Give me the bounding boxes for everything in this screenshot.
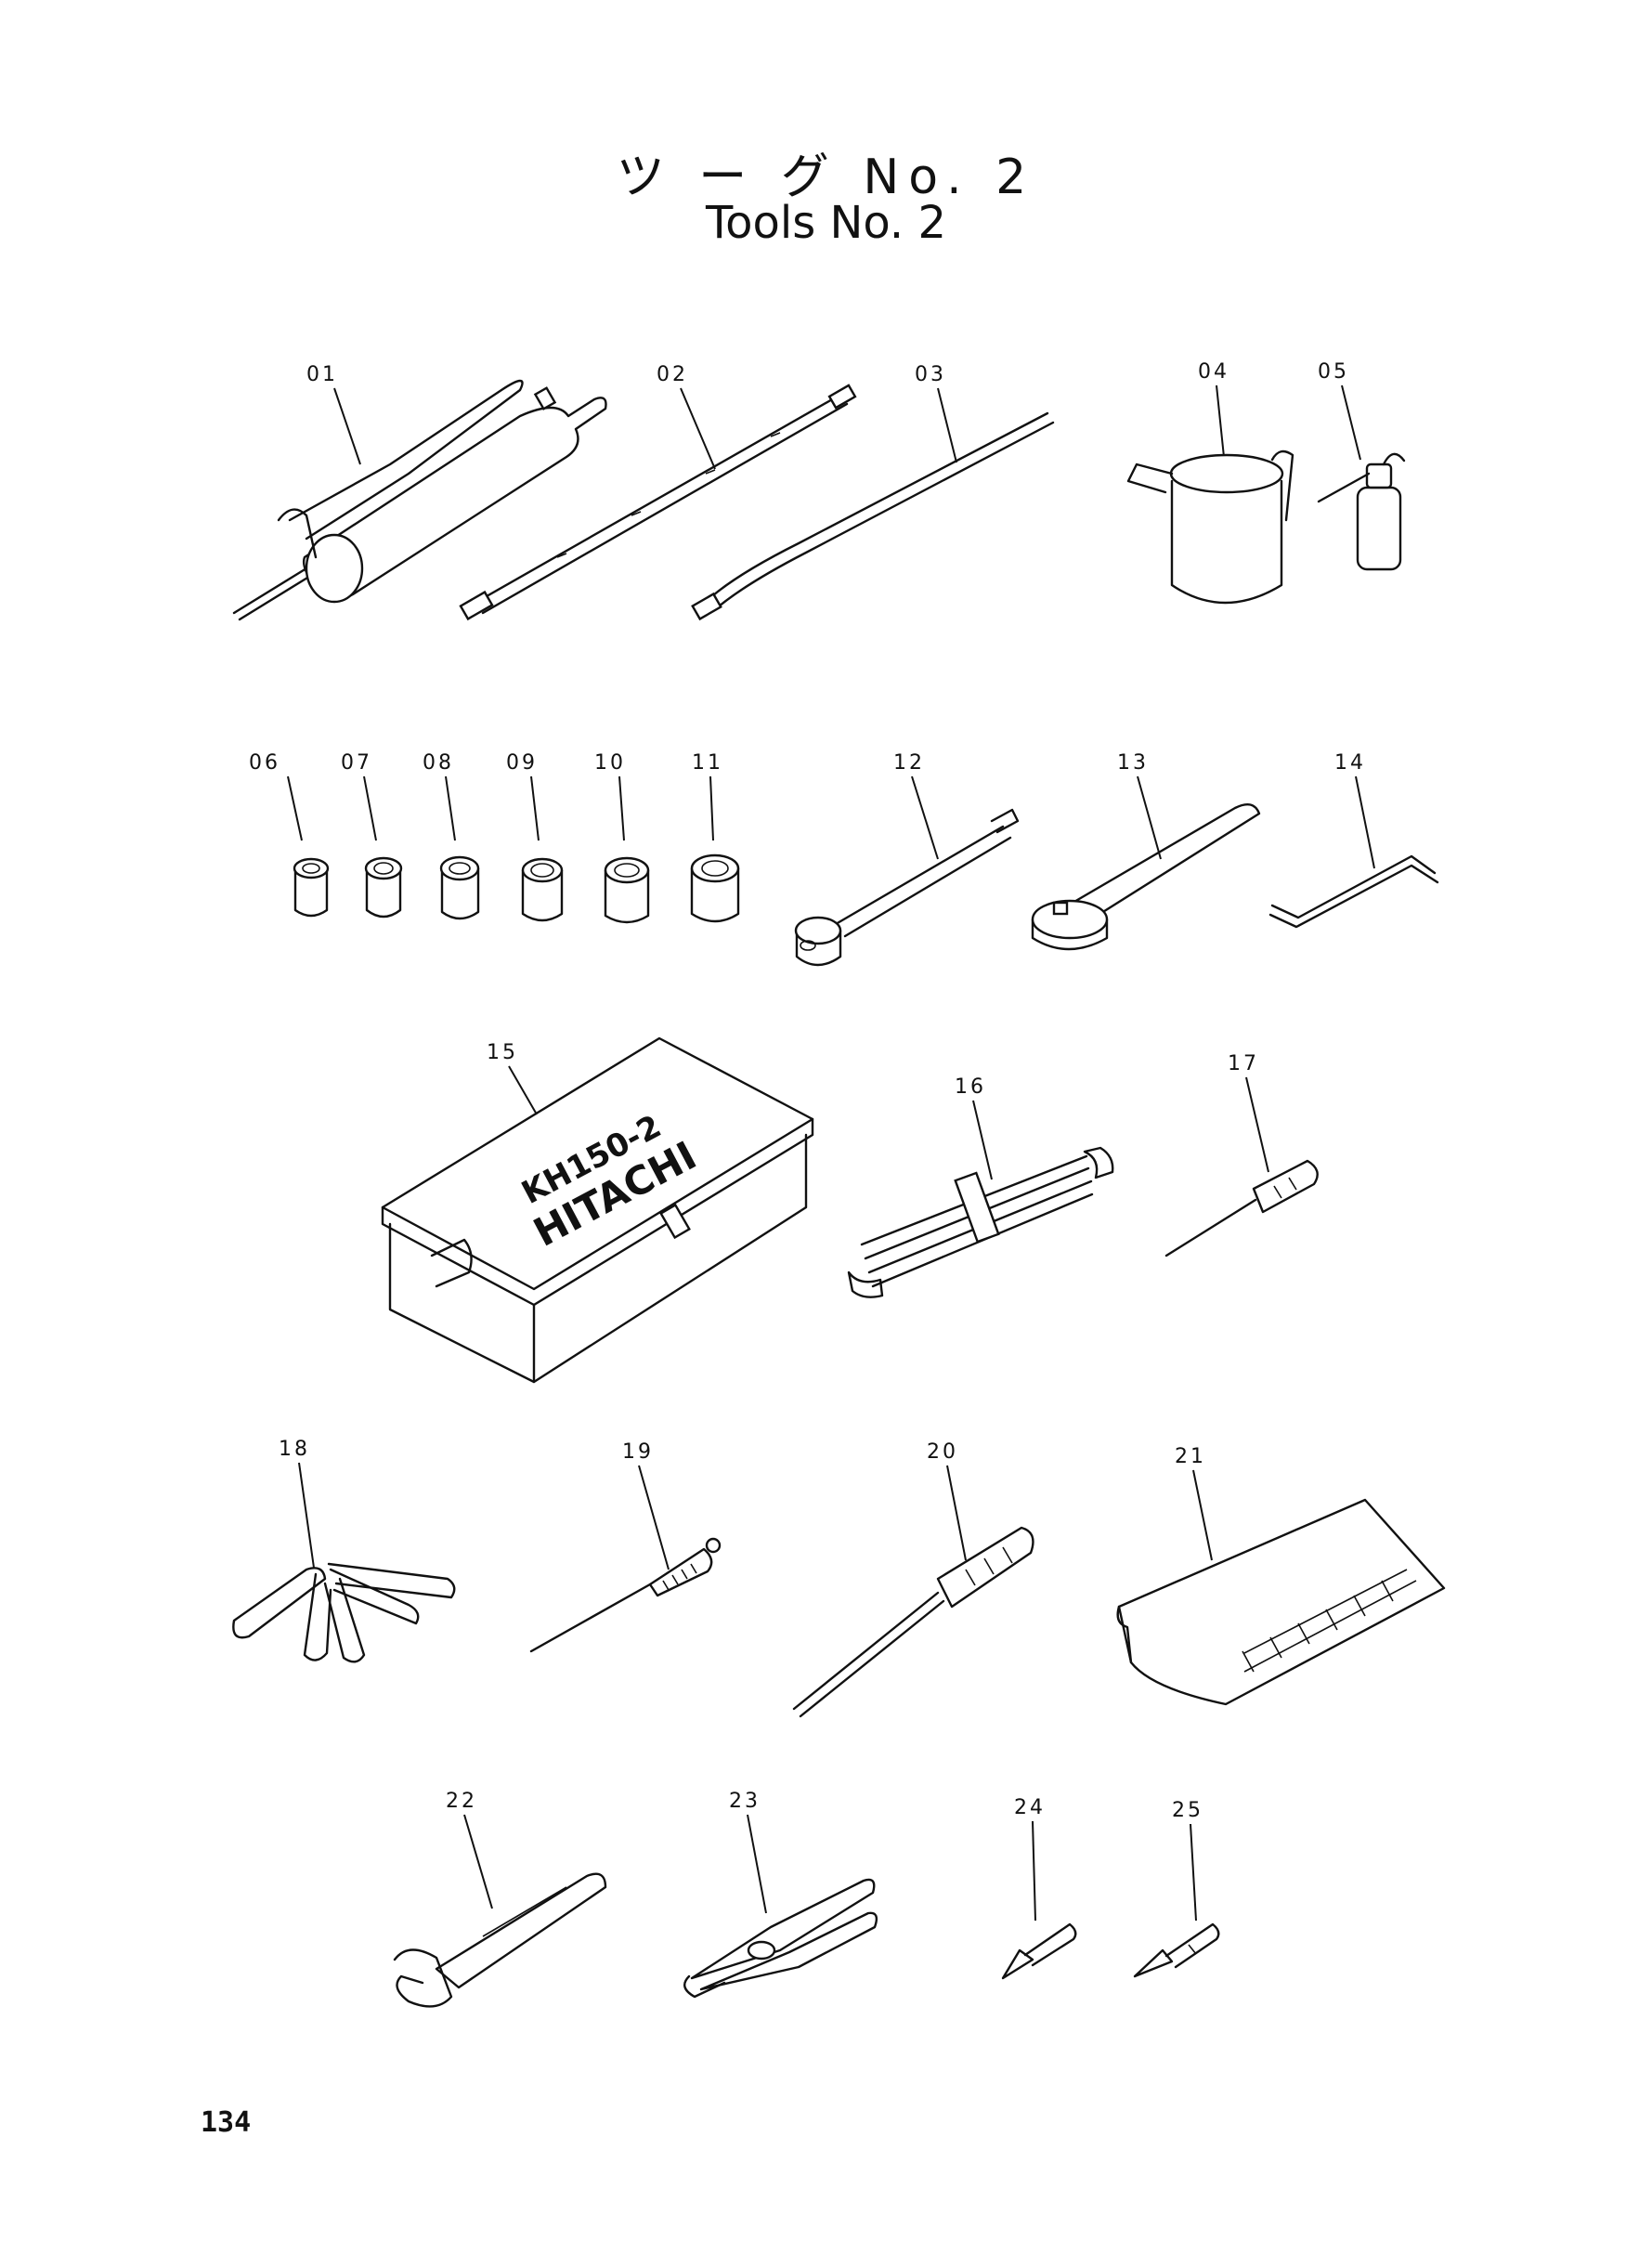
part-22-adjustable-wrench: 22 bbox=[393, 1790, 607, 2008]
part-number-label: 05 bbox=[1318, 360, 1349, 384]
small-screwdriver-icon bbox=[1164, 1159, 1319, 1257]
part-08-socket: 08 bbox=[423, 751, 480, 920]
part-15-tool-box: 15 KH150-2 HITACHI bbox=[381, 1036, 814, 1384]
screwdriver-bit-icon bbox=[1001, 1922, 1077, 1980]
part-09-socket: 09 bbox=[506, 751, 564, 922]
part-23-pliers: 23 bbox=[683, 1790, 878, 1999]
spanner-set-icon bbox=[847, 1146, 1114, 1298]
oil-can-icon bbox=[1126, 449, 1294, 605]
part-number-label: 25 bbox=[1172, 1799, 1203, 1822]
socket-icon bbox=[690, 853, 740, 923]
screwdriver-icon bbox=[792, 1526, 1034, 1718]
part-12-extension-bar: 12 bbox=[794, 751, 1020, 967]
part-number-label: 06 bbox=[249, 751, 280, 775]
part-02-grease-hose: 02 bbox=[459, 363, 857, 621]
part-24-screwdriver-bit: 24 bbox=[1001, 1796, 1077, 1980]
tool-roll-bag-icon bbox=[1116, 1498, 1446, 1706]
part-06-socket: 06 bbox=[249, 751, 330, 918]
part-number-label: 03 bbox=[915, 363, 946, 386]
nozzle-pipe-icon bbox=[691, 411, 1055, 621]
part-11-socket: 11 bbox=[690, 751, 740, 923]
part-14-crank-bar: 14 bbox=[1268, 751, 1439, 929]
grease-gun-icon bbox=[232, 379, 607, 621]
part-21-tool-roll-bag: 21 bbox=[1116, 1445, 1446, 1706]
adjustable-wrench-icon bbox=[393, 1872, 607, 2008]
part-05-oiler-bottle: 05 bbox=[1317, 360, 1406, 571]
part-17-small-screwdriver: 17 bbox=[1164, 1052, 1319, 1257]
part-number-label: 01 bbox=[306, 363, 338, 386]
tool-box-icon: KH150-2 HITACHI bbox=[381, 1036, 814, 1384]
part-13-ratchet-handle: 13 bbox=[1031, 751, 1261, 951]
part-04-oil-can: 04 bbox=[1126, 360, 1294, 605]
part-number-label: 15 bbox=[487, 1041, 518, 1064]
part-number-label: 07 bbox=[341, 751, 372, 775]
socket-icon bbox=[293, 857, 330, 918]
title-japanese: ツ ー グ No. 2 bbox=[616, 150, 1036, 205]
part-number-label: 16 bbox=[955, 1075, 986, 1099]
part-number-label: 19 bbox=[622, 1440, 654, 1464]
part-number-label: 24 bbox=[1014, 1796, 1046, 1819]
page-number: 134 bbox=[201, 2106, 252, 2139]
part-18-hex-key-set: 18 bbox=[232, 1438, 456, 1663]
part-number-label: 10 bbox=[594, 751, 626, 775]
awl-icon bbox=[529, 1537, 722, 1653]
extension-bar-icon bbox=[794, 808, 1020, 967]
part-19-awl: 19 bbox=[529, 1440, 722, 1653]
part-16-spanner-set: 16 bbox=[847, 1075, 1114, 1298]
crank-bar-icon bbox=[1268, 854, 1439, 929]
part-number-label: 02 bbox=[657, 363, 688, 386]
screwdriver-bit-icon bbox=[1133, 1922, 1220, 1978]
part-01-grease-gun: 01 bbox=[232, 363, 607, 621]
part-number-label: 08 bbox=[423, 751, 454, 775]
part-03-nozzle-pipe: 03 bbox=[691, 363, 1055, 621]
part-number-label: 21 bbox=[1175, 1445, 1206, 1468]
part-07-socket: 07 bbox=[341, 751, 403, 919]
part-number-label: 23 bbox=[729, 1790, 761, 1813]
ratchet-handle-icon bbox=[1031, 802, 1261, 951]
part-number-label: 11 bbox=[692, 751, 723, 775]
part-number-label: 22 bbox=[446, 1790, 477, 1813]
socket-row: 06 07 08 09 10 11 bbox=[249, 751, 740, 924]
socket-icon bbox=[604, 856, 650, 924]
part-number-label: 09 bbox=[506, 751, 538, 775]
title-english: Tools No. 2 bbox=[706, 197, 946, 249]
part-25-screwdriver-bit: 25 bbox=[1133, 1799, 1220, 1978]
part-number-label: 12 bbox=[893, 751, 925, 775]
socket-icon bbox=[439, 855, 480, 920]
part-20-screwdriver: 20 bbox=[792, 1440, 1034, 1718]
pliers-icon bbox=[683, 1878, 878, 1999]
part-number-label: 20 bbox=[927, 1440, 958, 1464]
part-number-label: 13 bbox=[1117, 751, 1149, 775]
part-number-label: 18 bbox=[279, 1438, 310, 1461]
socket-icon bbox=[364, 856, 403, 919]
grease-hose-icon bbox=[459, 384, 857, 621]
socket-icon bbox=[521, 857, 564, 922]
part-number-label: 14 bbox=[1334, 751, 1366, 775]
oiler-bottle-icon bbox=[1317, 452, 1406, 571]
part-number-label: 04 bbox=[1198, 360, 1229, 384]
part-number-label: 17 bbox=[1228, 1052, 1259, 1075]
part-10-socket: 10 bbox=[594, 751, 650, 924]
hex-key-set-icon bbox=[232, 1562, 456, 1663]
